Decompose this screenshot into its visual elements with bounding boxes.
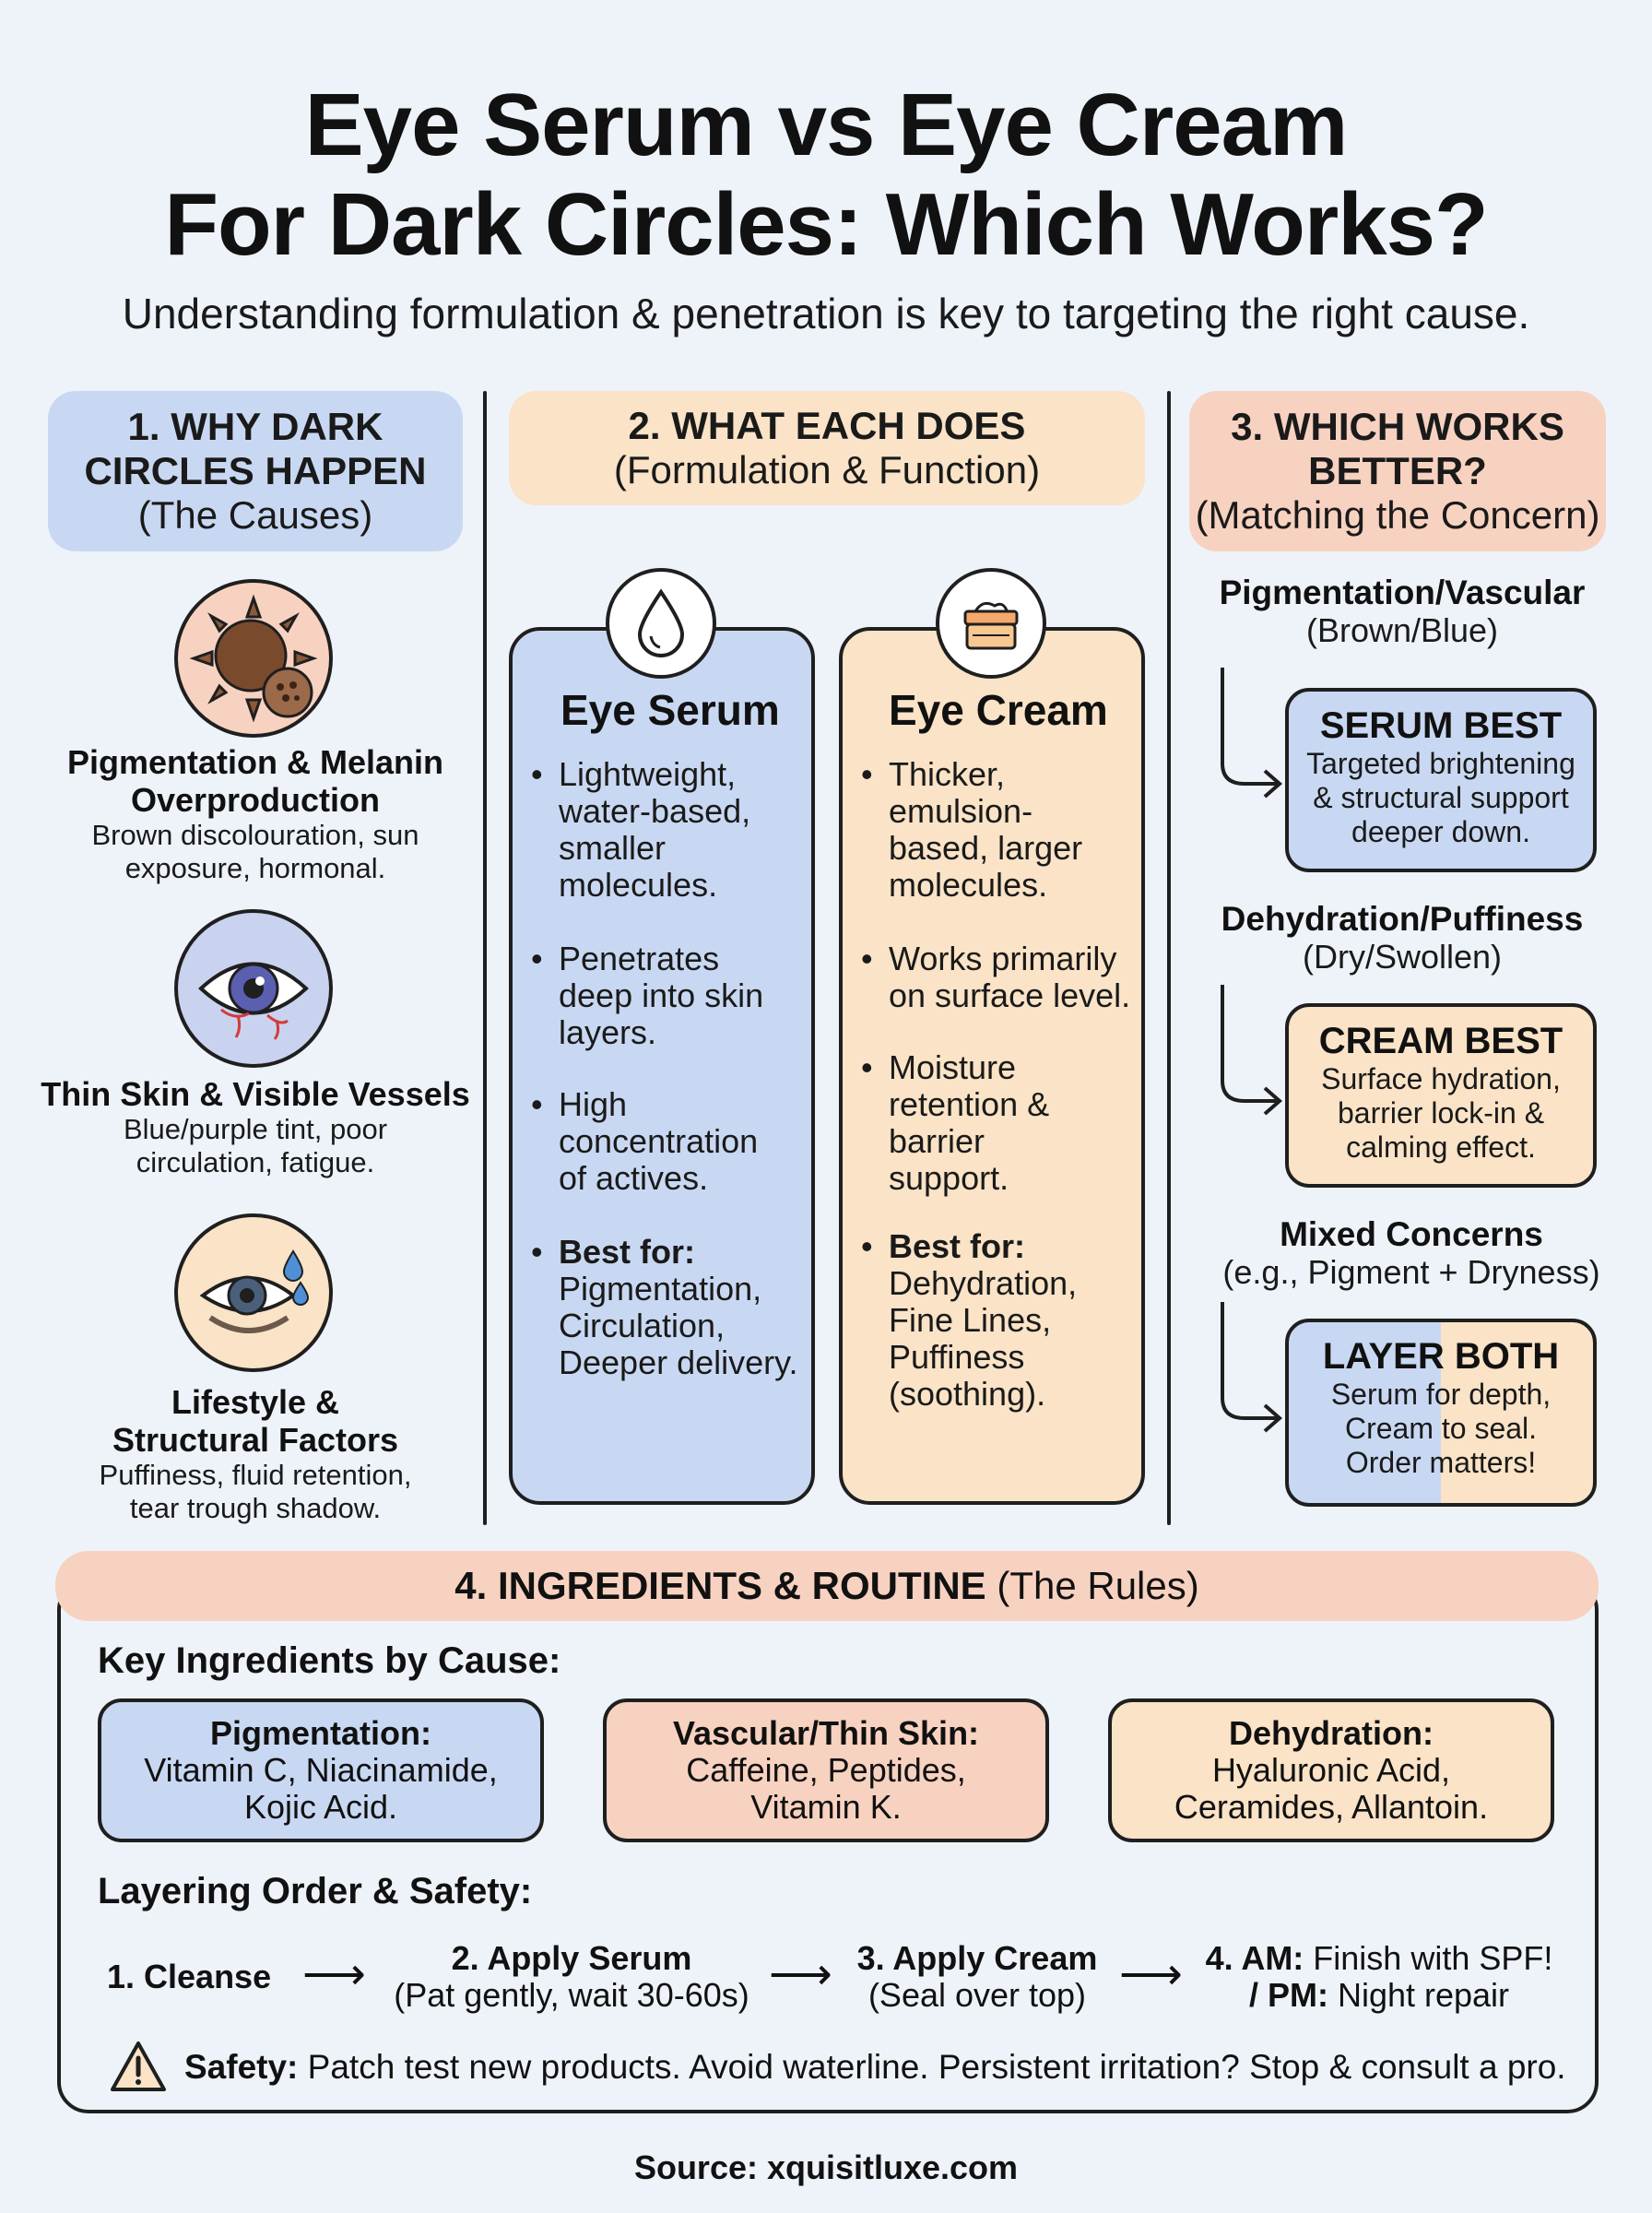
column-divider-right	[1167, 391, 1171, 1525]
column-divider-left	[483, 391, 487, 1525]
cause-thin-skin: Thin Skin & Visible Vessels Blue/purple …	[41, 1075, 470, 1178]
step-apply-cream: 3. Apply Cream (Seal over top)	[856, 1939, 1098, 2014]
section1-heading: 1. WHY DARK CIRCLES HAPPEN (The Causes)	[48, 391, 463, 551]
layering-heading: Layering Order & Safety:	[98, 1871, 533, 1911]
page-subtitle: Understanding formulation & penetration …	[122, 290, 1530, 337]
cream-bullet-3: Moisture retention & barrier support.	[859, 1049, 1145, 1197]
serum-bullet-1: Lightweight, water-based, smaller molecu…	[529, 756, 811, 904]
ingredient-box-pigmentation: Pigmentation: Vitamin C, Niacinamide, Ko…	[98, 1698, 544, 1842]
step-cleanse: 1. Cleanse	[107, 1958, 272, 1995]
arrow-right-icon: ⟶	[769, 1950, 832, 1999]
arrow-to-cream-icon	[1221, 985, 1283, 1116]
cause-lifestyle: Lifestyle & Structural Factors Puffiness…	[99, 1383, 412, 1524]
droplet-icon	[606, 568, 716, 679]
result-cream-best: CREAM BEST Surface hydration, barrier lo…	[1285, 1003, 1597, 1188]
section3-heading: 3. WHICH WORKS BETTER? (Matching the Con…	[1189, 391, 1606, 551]
cream-jar-icon	[936, 568, 1046, 679]
ingredients-heading: Key Ingredients by Cause:	[98, 1640, 561, 1681]
serum-bullets: Lightweight, water-based, smaller molecu…	[529, 756, 811, 1381]
ingredient-box-dehydration: Dehydration: Hyaluronic Acid, Ceramides,…	[1108, 1698, 1554, 1842]
cream-bullet-2: Works primarily on surface level.	[859, 941, 1145, 1014]
sun-melanin-icon	[174, 579, 333, 738]
warning-icon	[111, 2041, 166, 2091]
cream-bullets: Thicker, emulsion- based, larger molecul…	[859, 756, 1145, 1413]
arrow-right-icon: ⟶	[1119, 1950, 1183, 1999]
section2-heading: 2. WHAT EACH DOES (Formulation & Functio…	[509, 391, 1145, 505]
section4-heading: 4. INGREDIENTS & ROUTINE (The Rules)	[55, 1551, 1599, 1621]
concern-pigmentation: Pigmentation/Vascular (Brown/Blue)	[1219, 574, 1586, 649]
eye-vessels-icon	[174, 909, 333, 1068]
arrow-to-layer-icon	[1221, 1302, 1283, 1433]
step-finish: 4. AM: Finish with SPF! / PM: Night repa…	[1205, 1939, 1553, 2014]
serum-bullet-3: High concentration of actives.	[529, 1086, 811, 1197]
concern-dehydration: Dehydration/Puffiness (Dry/Swollen)	[1221, 900, 1584, 976]
tired-eye-icon	[174, 1213, 333, 1372]
cream-best-for: Best for: Dehydration, Fine Lines, Puffi…	[859, 1228, 1145, 1413]
ingredient-box-vascular: Vascular/Thin Skin: Caffeine, Peptides, …	[603, 1698, 1049, 1842]
arrow-to-serum-icon	[1221, 668, 1283, 799]
result-layer-both: LAYER BOTH Serum for depth, Cream to sea…	[1285, 1319, 1597, 1507]
arrow-right-icon: ⟶	[302, 1950, 366, 1999]
result-serum-best: SERUM BEST Targeted brightening & struct…	[1285, 688, 1597, 872]
step-apply-serum: 2. Apply Serum (Pat gently, wait 30-60s)	[394, 1939, 749, 2014]
cream-bullet-1: Thicker, emulsion- based, larger molecul…	[859, 756, 1145, 904]
cause-pigmentation: Pigmentation & Melanin Overproduction Br…	[66, 743, 444, 884]
eye-serum-title: Eye Serum	[560, 686, 780, 734]
serum-bullet-2: Penetrates deep into skin layers.	[529, 941, 811, 1051]
safety-note: Safety: Patch test new products. Avoid w…	[184, 2048, 1566, 2086]
eye-cream-title: Eye Cream	[889, 686, 1108, 734]
serum-best-for: Best for: Pigmentation, Circulation, Dee…	[529, 1234, 811, 1381]
concern-mixed: Mixed Concerns (e.g., Pigment + Dryness)	[1222, 1215, 1600, 1291]
page-title: Eye Serum vs Eye Cream For Dark Circles:…	[164, 76, 1488, 274]
source-credit: Source: xquisitluxe.com	[633, 2148, 1019, 2186]
